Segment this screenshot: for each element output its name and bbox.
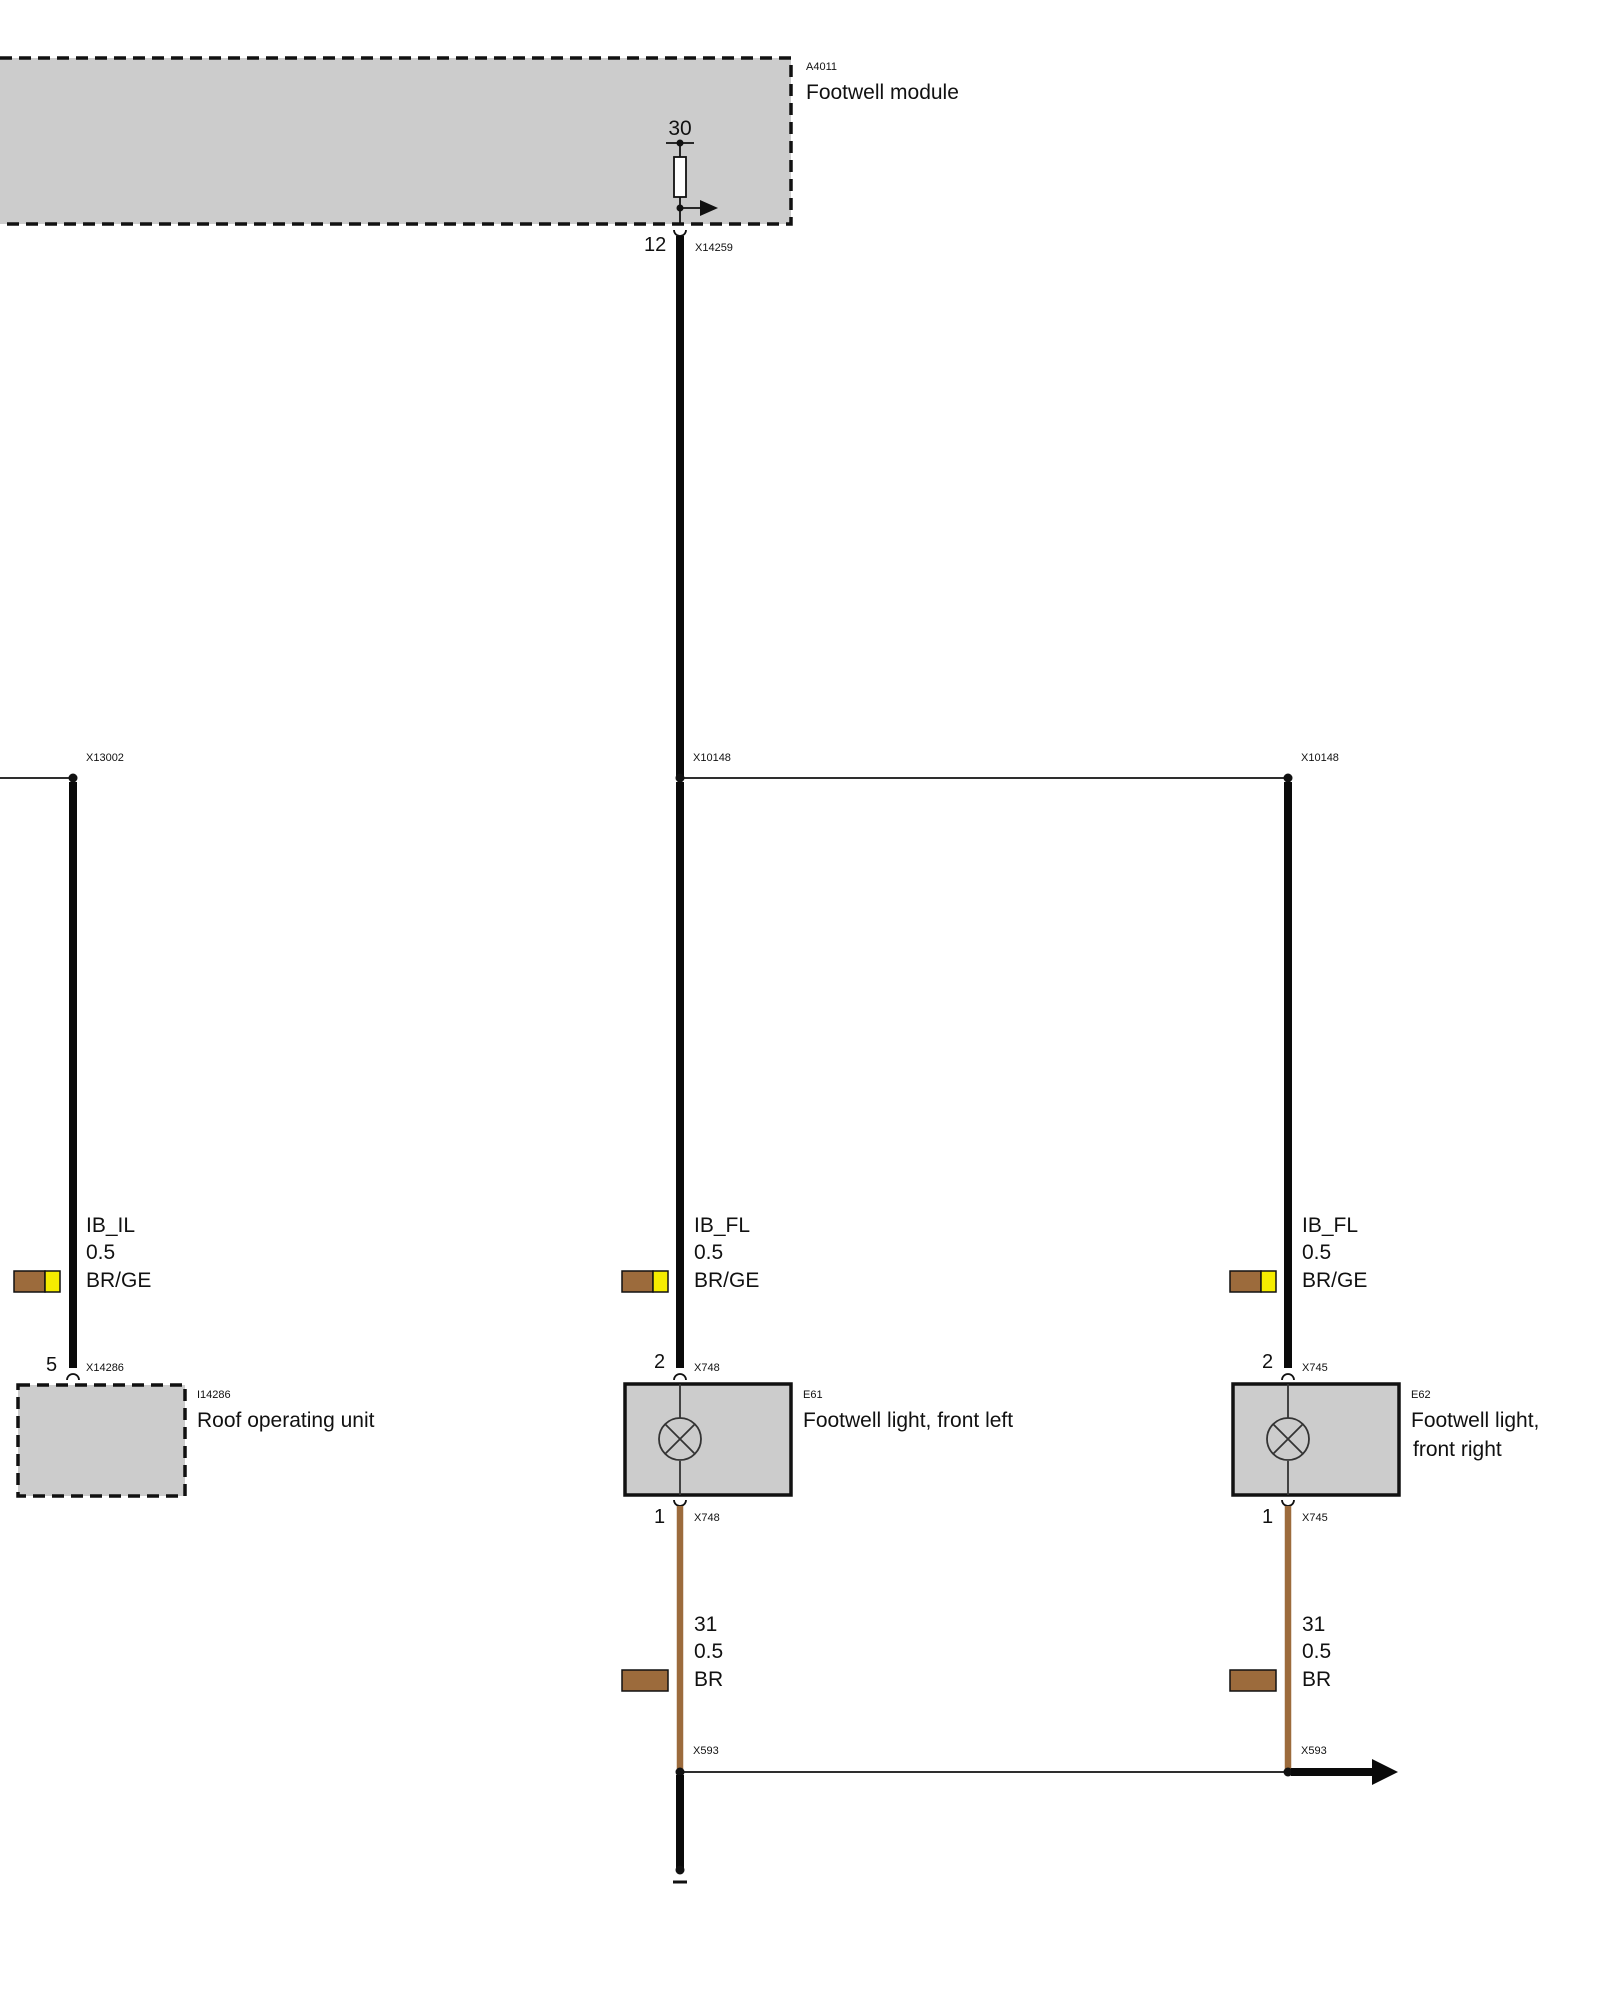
- light-left-code: E61: [803, 1389, 823, 1401]
- roof-code: I14286: [197, 1389, 231, 1401]
- wire-right-signal-color: BR/GE: [1302, 1269, 1367, 1292]
- splice-mid-label: X10148: [693, 752, 731, 764]
- arrow-right-icon: [700, 200, 718, 216]
- light-right-name-line2: front right: [1413, 1438, 1502, 1461]
- wire-left-signal-name: IB_IL: [86, 1214, 135, 1237]
- light-right-code: E62: [1411, 1389, 1431, 1401]
- footwell-module-code: A4011: [806, 61, 837, 73]
- wire-mid-ground-name: 31: [694, 1613, 717, 1636]
- wire-color-swatch-mid-ground: [621, 1669, 669, 1692]
- splice-node-left: [68, 773, 78, 783]
- wire-left-signal-color: BR/GE: [86, 1269, 151, 1292]
- splice-node-right: [1283, 773, 1293, 783]
- wire-right-signal-size: 0.5: [1302, 1241, 1331, 1264]
- ground-splice-node-left: [675, 1767, 685, 1777]
- footwell-light-right-box: [1231, 1382, 1401, 1497]
- roof-operating-unit-box: [16, 1383, 187, 1498]
- ground-splice: X593 X593: [675, 1745, 1327, 1777]
- light-right-connector-bottom: 1 X745: [1262, 1499, 1328, 1528]
- roof-name: Roof operating unit: [197, 1409, 375, 1432]
- splice-left-label: X13002: [86, 752, 124, 764]
- wire-mid-ground-color: BR: [694, 1668, 723, 1691]
- wire-left-signal-label: IB_IL 0.5 BR/GE: [13, 1214, 151, 1293]
- lamp-cross-icon: [658, 1417, 702, 1461]
- footwell-pin: 12: [644, 234, 666, 256]
- wire-mid-signal-label: IB_FL 0.5 BR/GE: [621, 1214, 759, 1293]
- lamp-cross-icon: [1266, 1417, 1310, 1461]
- wire-mid-signal-name: IB_FL: [694, 1214, 750, 1237]
- continuation-arrow-icon[interactable]: [1372, 1759, 1398, 1785]
- wire-color-swatch-mid: [621, 1270, 669, 1293]
- roof-connector-label: X14286: [86, 1362, 124, 1374]
- wire-right-signal-name: IB_FL: [1302, 1214, 1358, 1237]
- footwell-module-name: Footwell module: [806, 81, 959, 104]
- roof-connector: 5 X14286: [46, 1354, 124, 1381]
- wire-right-signal-label: IB_FL 0.5 BR/GE: [1229, 1214, 1367, 1293]
- light-right-pin-top: 2: [1262, 1351, 1273, 1373]
- roof-pin: 5: [46, 1354, 57, 1376]
- wire-left-signal-size: 0.5: [86, 1241, 115, 1264]
- footwell-module-box: [0, 56, 793, 226]
- light-left-connector-top-label: X748: [694, 1362, 720, 1374]
- light-right-pin-bottom: 1: [1262, 1506, 1273, 1528]
- light-right-connector-top: 2 X745: [1262, 1351, 1328, 1381]
- light-right-name-line1: Footwell light,: [1411, 1409, 1539, 1432]
- wire-color-swatch-right: [1229, 1270, 1277, 1293]
- wire-mid-ground-size: 0.5: [694, 1640, 723, 1663]
- wire-right-ground-label: 31 0.5 BR: [1229, 1613, 1331, 1692]
- terminal-30-label: 30: [668, 117, 691, 140]
- footwell-light-front-right[interactable]: E62 Footwell light, front right: [1231, 1382, 1539, 1497]
- footwell-light-left-box: [623, 1382, 793, 1497]
- wire-right-ground-size: 0.5: [1302, 1640, 1331, 1663]
- footwell-connector-label: X14259: [695, 242, 733, 254]
- fuse-resistor-icon: [673, 156, 687, 198]
- footwell-light-front-left[interactable]: E61 Footwell light, front left: [623, 1382, 1013, 1497]
- wire-mid-ground-label: 31 0.5 BR: [621, 1613, 723, 1692]
- light-left-name: Footwell light, front left: [803, 1409, 1013, 1432]
- splice-bus: X13002 X10148 X10148: [0, 752, 1339, 783]
- terminal-30: 30: [666, 117, 718, 224]
- ground-splice-node-right: [1283, 1767, 1293, 1777]
- light-left-pin-bottom: 1: [654, 1506, 665, 1528]
- wire-color-swatch-right-ground: [1229, 1669, 1277, 1692]
- ground-terminal: [673, 1865, 687, 1884]
- light-left-pin-top: 2: [654, 1351, 665, 1373]
- wire-right-ground-name: 31: [1302, 1613, 1325, 1636]
- roof-operating-unit[interactable]: I14286 Roof operating unit: [16, 1383, 375, 1498]
- light-left-connector-bottom-label: X748: [694, 1512, 720, 1524]
- wire-right-ground-color: BR: [1302, 1668, 1331, 1691]
- light-left-connector-bottom: 1 X748: [654, 1499, 720, 1528]
- splice-node-mid: [675, 773, 685, 783]
- splice-right-label: X10148: [1301, 752, 1339, 764]
- wire-color-swatch-left: [13, 1270, 61, 1293]
- wire-mid-signal-size: 0.5: [694, 1241, 723, 1264]
- light-left-connector-top: 2 X748: [654, 1351, 720, 1381]
- light-right-connector-bottom-label: X745: [1302, 1512, 1328, 1524]
- light-right-connector-top-label: X745: [1302, 1362, 1328, 1374]
- wire-mid-signal-color: BR/GE: [694, 1269, 759, 1292]
- ground-splice-left-label: X593: [693, 1745, 719, 1757]
- ground-splice-right-label: X593: [1301, 1745, 1327, 1757]
- footwell-module[interactable]: A4011 Footwell module: [0, 56, 959, 226]
- footwell-connector: 12 X14259: [644, 229, 733, 256]
